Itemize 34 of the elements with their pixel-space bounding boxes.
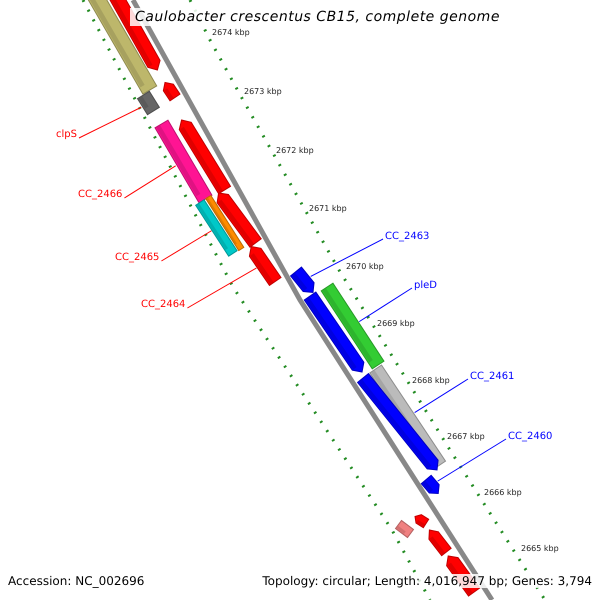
gene-bar <box>137 91 159 115</box>
gene-bar <box>196 199 238 256</box>
tick-label: 2671 kbp <box>309 204 347 214</box>
leader-line <box>78 106 142 138</box>
accession-text: Accession: NC_002696 <box>6 574 146 588</box>
tick-label: 2668 kbp <box>412 376 450 386</box>
tick-label: 2669 kbp <box>377 319 415 329</box>
gene-bar <box>154 120 212 203</box>
gene-feature <box>412 512 429 528</box>
gene-label: CC_2461 <box>470 371 514 383</box>
leader-line <box>186 268 257 308</box>
gene-label: CC_2460 <box>508 431 552 443</box>
tick-label: 2666 kbp <box>484 488 522 498</box>
gene-label: CC_2463 <box>385 231 430 243</box>
leader-line <box>358 288 412 322</box>
gene-bar <box>395 520 413 537</box>
leader-line <box>310 238 384 277</box>
leader-line <box>437 438 506 482</box>
gene-label: CC_2464 <box>141 299 186 311</box>
leader-line <box>414 378 468 414</box>
gene-label: CC_2465 <box>115 252 160 264</box>
tick-label: 2673 kbp <box>244 87 282 97</box>
gene-bar <box>205 195 244 251</box>
tick-label: 2667 kbp <box>447 432 485 442</box>
leader-line <box>160 230 212 262</box>
tick-label: 2665 kbp <box>521 544 559 554</box>
tick-label: 2672 kbp <box>276 146 314 156</box>
leader-line <box>124 165 176 198</box>
gene-label: pleD <box>414 280 437 292</box>
tick-label: 2674 kbp <box>212 28 250 38</box>
genome-info-text: Topology: circular; Length: 4,016,947 bp; Genes: 3,794 <box>260 574 594 588</box>
tick-label: 2670 kbp <box>346 262 384 272</box>
gene-label: clpS <box>56 129 77 141</box>
gene-label: CC_2466 <box>78 189 122 201</box>
